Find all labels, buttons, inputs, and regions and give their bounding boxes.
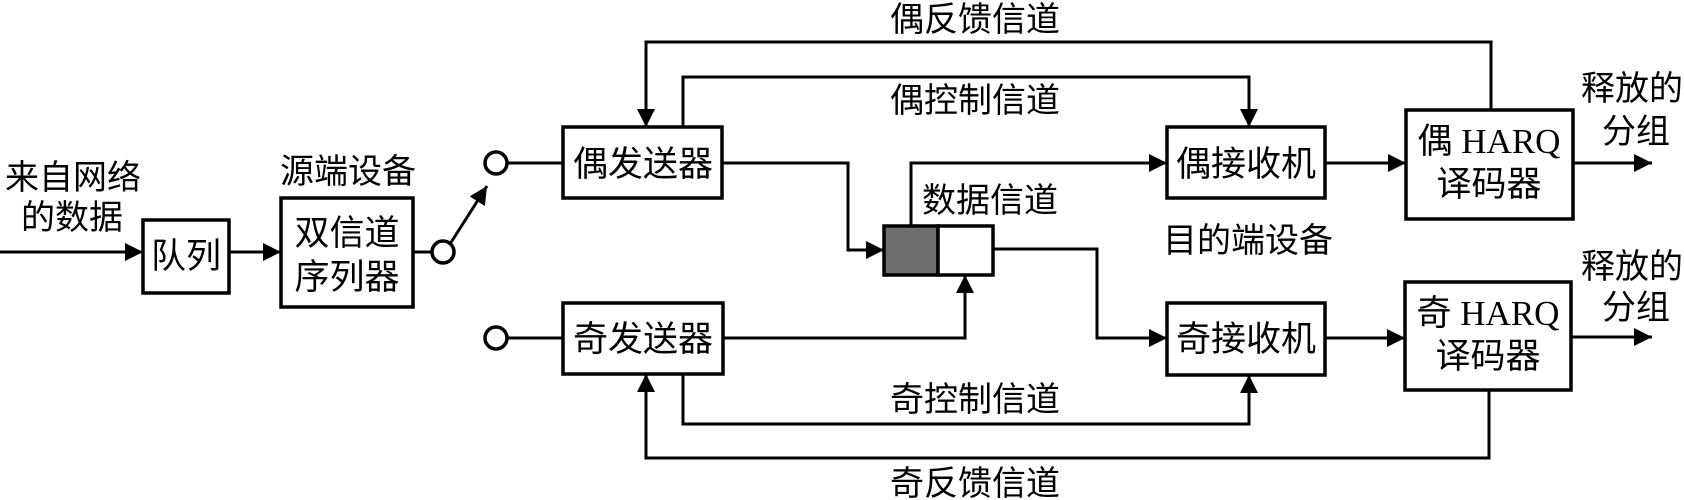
- odd-receiver-label: 奇接收机: [1176, 320, 1316, 359]
- switch-odd-contact: [483, 325, 509, 351]
- source-device-label: 源端设备: [280, 153, 416, 191]
- even-receiver-box: [1165, 125, 1327, 200]
- data-channel-even-slot: [882, 224, 940, 277]
- queue-box: [141, 218, 231, 295]
- odd-transmitter-label: 奇发送器: [573, 320, 713, 359]
- odd-feedback-channel-line: [637, 374, 1491, 460]
- data-channel-odd-slot: [936, 224, 995, 277]
- even-transmitter-box: [561, 125, 724, 200]
- input-label-line1: 来自网络: [5, 159, 141, 197]
- odd-transmitter-box: [561, 301, 725, 376]
- odd-control-channel-label: 奇控制信道: [890, 381, 1060, 419]
- even-harq-decoder-label-line2: 译码器: [1436, 165, 1541, 204]
- queue-label: 队列: [151, 237, 221, 276]
- switch-pole-contact: [430, 239, 456, 265]
- even-harq-decoder-box: [1404, 108, 1575, 221]
- even-receiver-label: 偶接收机: [1176, 145, 1316, 184]
- released-packets-top-line2: 分组: [1602, 113, 1670, 151]
- odd-transmitter-to-data-channel-arrow: [723, 275, 974, 340]
- even-feedback-channel-line: [637, 40, 1493, 127]
- switch-even-contact: [483, 150, 509, 176]
- even-harq-decoder-label-line1: 偶 HARQ: [1418, 122, 1561, 161]
- even-feedback-channel-label: 偶反馈信道: [890, 1, 1060, 39]
- switch-arm-arrow: [448, 185, 489, 245]
- even-control-channel-line: [681, 75, 1258, 127]
- odd-feedback-channel-label: 奇反馈信道: [890, 465, 1060, 500]
- odd-harq-decoder-label-line1: 奇 HARQ: [1417, 294, 1560, 333]
- released-packets-bottom-line1: 释放的: [1581, 248, 1683, 286]
- data-channel-to-odd-receiver-arrow: [993, 247, 1167, 347]
- sequencer-label-line2: 序列器: [294, 258, 399, 297]
- data-channel-to-even-receiver-arrow: [909, 154, 1167, 226]
- odd-harq-decoder-box: [1403, 280, 1573, 392]
- odd-harq-decoder-label-line2: 译码器: [1435, 337, 1540, 376]
- sequencer-label-line1: 双信道: [294, 214, 399, 253]
- even-control-channel-label: 偶控制信道: [890, 82, 1060, 120]
- input-label-line2: 的数据: [21, 199, 123, 237]
- sequencer-box: [279, 196, 415, 309]
- odd-control-channel-line: [681, 374, 1258, 426]
- data-channel-label: 数据信道: [922, 182, 1058, 220]
- even-transmitter-label: 偶发送器: [573, 145, 713, 184]
- released-packets-bottom-line2: 分组: [1602, 289, 1670, 327]
- even-transmitter-to-data-channel-arrow: [722, 161, 884, 259]
- odd-receiver-box: [1165, 301, 1327, 377]
- destination-device-label: 目的端设备: [1163, 222, 1333, 260]
- released-packets-top-line1: 释放的: [1581, 70, 1683, 108]
